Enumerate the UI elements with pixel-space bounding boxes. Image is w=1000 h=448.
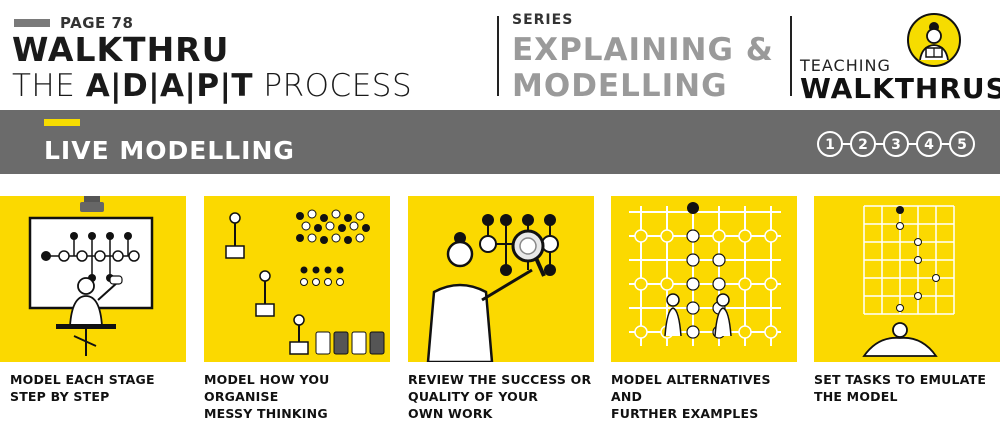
caption-line: OWN WORK bbox=[408, 406, 493, 421]
step-indicator: 1 2 3 4 5 bbox=[817, 131, 975, 157]
sorted-dot-rows bbox=[300, 266, 344, 286]
caption-line: QUALITY OF YOUR bbox=[408, 389, 539, 404]
step-2-label: 2 bbox=[858, 137, 868, 153]
series-name: EXPLAINING & MODELLING bbox=[512, 32, 774, 104]
process-title: THE A|D|A|P|T PROCESS bbox=[12, 68, 412, 104]
caption-line: MESSY THINKING bbox=[204, 406, 328, 421]
step-2[interactable]: 2 bbox=[850, 131, 876, 157]
brand-teaching: TEACHING bbox=[800, 56, 891, 75]
caption-line: MODEL HOW YOU ORGANISE bbox=[204, 372, 330, 404]
step-4[interactable]: 4 bbox=[916, 131, 942, 157]
teacher-reading-icon bbox=[907, 13, 961, 67]
panel-2-caption: MODEL HOW YOU ORGANISE MESSY THINKING bbox=[204, 371, 394, 422]
step-4-label: 4 bbox=[924, 137, 934, 153]
panel-4-caption: MODEL ALTERNATIVES AND FURTHER EXAMPLES bbox=[611, 371, 801, 422]
sorting-messy-dots-icon bbox=[225, 209, 385, 355]
step-3-label: 3 bbox=[891, 137, 901, 153]
page-tag: PAGE 78 bbox=[14, 14, 133, 32]
stacked-pots bbox=[315, 331, 385, 355]
section-band: LIVE MODELLING 1 2 3 4 5 bbox=[0, 110, 1000, 174]
adapt-word: A|D|A|P|T bbox=[85, 68, 254, 104]
series-line-2: MODELLING bbox=[512, 68, 728, 104]
process-title-prefix: THE bbox=[12, 68, 86, 104]
panel-5 bbox=[814, 196, 1000, 362]
walkthru-title: WALKTHRU bbox=[12, 30, 230, 69]
presenter-with-flowchart-icon bbox=[28, 196, 154, 356]
panel-1-caption: MODEL EACH STAGE STEP BY STEP bbox=[10, 371, 190, 405]
exercise-grid bbox=[863, 205, 955, 315]
brand-walkthrus: WALKTHRUS bbox=[800, 72, 1000, 105]
step-1[interactable]: 1 bbox=[817, 131, 843, 157]
panel-3-caption: REVIEW THE SUCCESS OR QUALITY OF YOUR OW… bbox=[408, 371, 598, 422]
series-label: SERIES bbox=[512, 12, 574, 28]
band-accent-bar bbox=[44, 119, 80, 126]
process-title-suffix: PROCESS bbox=[253, 68, 413, 104]
panel-3 bbox=[408, 196, 594, 364]
panel-2 bbox=[204, 196, 390, 362]
section-title: LIVE MODELLING bbox=[44, 136, 295, 165]
caption-line: MODEL ALTERNATIVES AND bbox=[611, 372, 771, 404]
caption-line: THE MODEL bbox=[814, 389, 898, 404]
alternative-paths-grid-icon bbox=[629, 202, 781, 346]
messy-dot-cluster bbox=[296, 209, 370, 244]
step-1-label: 1 bbox=[825, 137, 835, 153]
page-bar bbox=[14, 19, 50, 27]
step-5-label: 5 bbox=[957, 137, 967, 153]
caption-line: REVIEW THE SUCCESS OR bbox=[408, 372, 592, 387]
emulated-path-nodes bbox=[896, 222, 940, 312]
panel-4 bbox=[611, 196, 797, 362]
step-3[interactable]: 3 bbox=[883, 131, 909, 157]
header-divider-2 bbox=[790, 16, 792, 96]
page-number: PAGE 78 bbox=[60, 14, 134, 32]
caption-line: SET TASKS TO EMULATE bbox=[814, 372, 987, 387]
student-emulating-path-icon bbox=[862, 205, 955, 357]
step-5[interactable]: 5 bbox=[949, 131, 975, 157]
caption-line: MODEL EACH STAGE bbox=[10, 372, 155, 387]
panel-1 bbox=[0, 196, 186, 362]
header-divider-1 bbox=[497, 16, 499, 96]
page-header: PAGE 78 WALKTHRU THE A|D|A|P|T PROCESS S… bbox=[0, 0, 1000, 110]
panel-5-caption: SET TASKS TO EMULATE THE MODEL bbox=[814, 371, 994, 405]
caption-line: STEP BY STEP bbox=[10, 389, 110, 404]
magnifying-glass-review-icon bbox=[426, 214, 559, 364]
caption-line: FURTHER EXAMPLES bbox=[611, 406, 759, 421]
series-line-1: EXPLAINING & bbox=[512, 32, 774, 68]
network-grid bbox=[629, 206, 781, 346]
